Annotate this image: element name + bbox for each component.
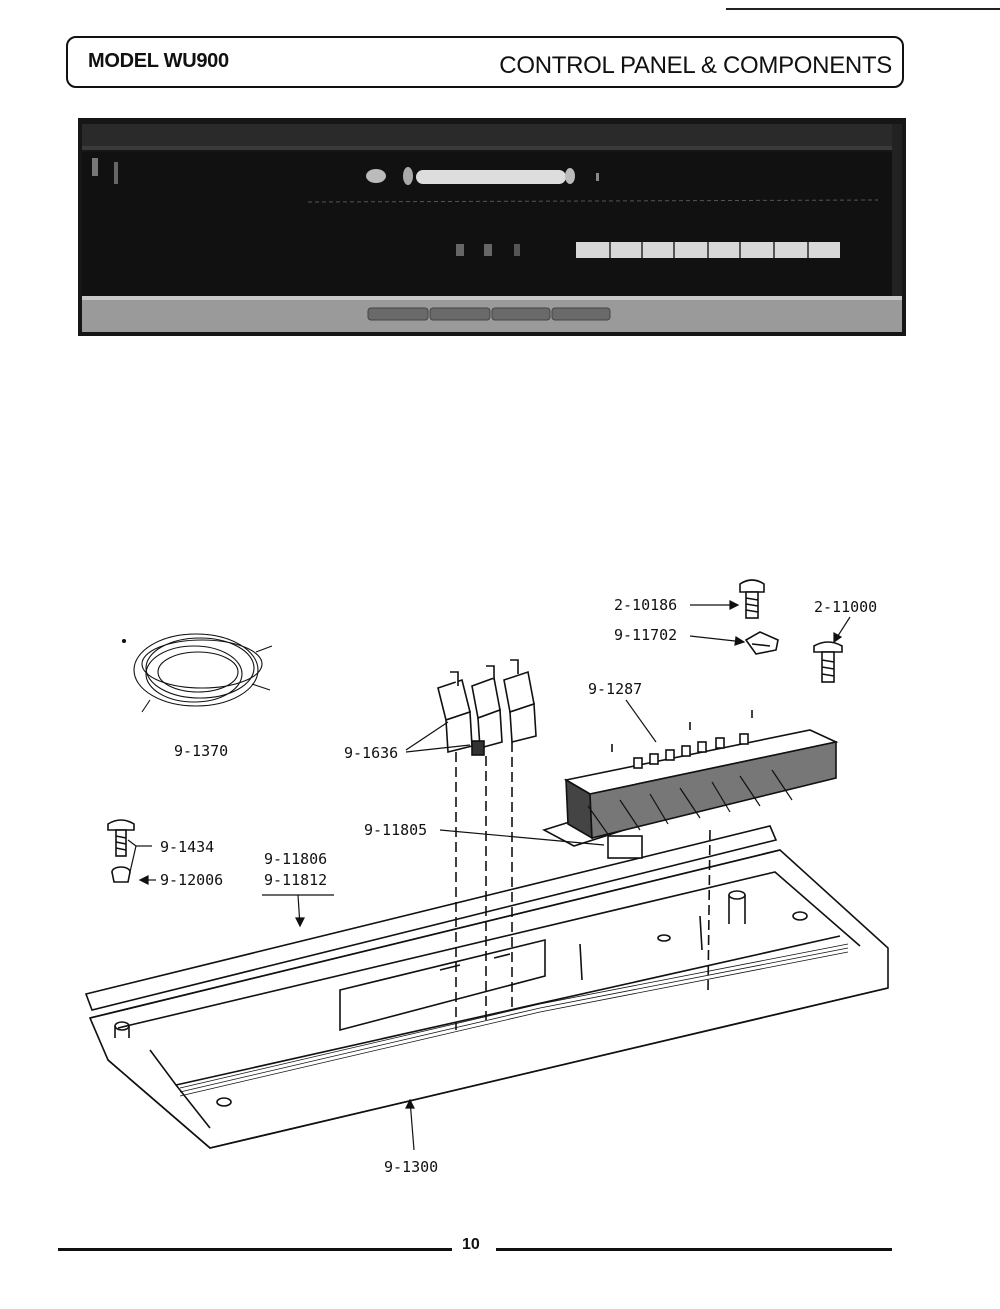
screw-2-11000 <box>813 641 843 683</box>
page-header: MODEL WU900 CONTROL PANEL & COMPONENTS <box>66 36 904 88</box>
footer-rule-right <box>496 1248 892 1251</box>
page-footer: 10 <box>0 1232 1000 1262</box>
callout-9-11806: 9-11806 <box>264 850 327 868</box>
callout-9-1287: 9-1287 <box>588 680 642 698</box>
wiring-harness <box>121 633 273 713</box>
callout-9-11805: 9-11805 <box>364 821 427 839</box>
callout-9-1300: 9-1300 <box>384 1158 438 1176</box>
callout-9-1370: 9-1370 <box>174 742 228 760</box>
callout-9-11812: 9-11812 <box>264 871 327 889</box>
screw-9-1434 <box>107 819 135 857</box>
top-edge-rule <box>726 8 1000 10</box>
control-housing-tray <box>88 849 889 1149</box>
control-board <box>541 710 839 991</box>
clip-9-11702 <box>744 631 779 655</box>
footer-rule-left <box>58 1248 452 1251</box>
model-label: MODEL WU900 <box>88 50 229 72</box>
control-panel-photo <box>78 118 906 336</box>
page-title: CONTROL PANEL & COMPONENTS <box>499 52 892 79</box>
screw-2-10186 <box>739 579 765 619</box>
page-number: 10 <box>462 1236 480 1253</box>
callout-9-1434: 9-1434 <box>160 838 214 856</box>
cover-panel <box>84 825 778 1011</box>
callout-9-1636: 9-1636 <box>344 744 398 762</box>
callout-2-10186: 2-10186 <box>614 596 677 614</box>
grommet-9-12006 <box>111 866 131 883</box>
relay-set <box>437 659 537 1030</box>
callout-2-11000: 2-11000 <box>814 598 877 616</box>
leader-lines <box>127 600 851 1151</box>
callout-9-12006: 9-12006 <box>160 871 223 889</box>
callout-9-11702: 9-11702 <box>614 626 677 644</box>
